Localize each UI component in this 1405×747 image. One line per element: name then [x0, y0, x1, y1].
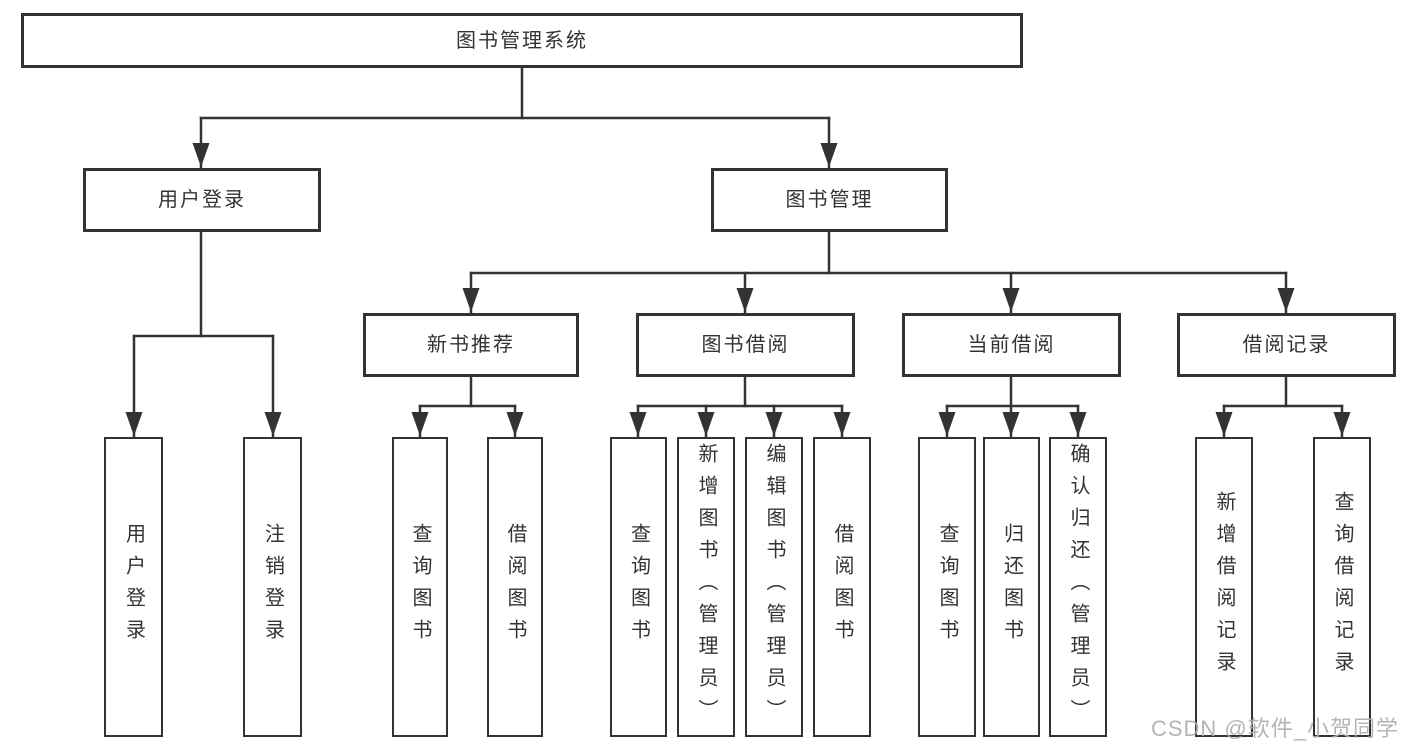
node-leaf-borrow-books-label: 借阅图书 — [831, 523, 853, 651]
node-new-book-recommend: 新书推荐 — [363, 313, 579, 377]
node-leaf-add-borrow-record: 新增借阅记录 — [1195, 437, 1253, 737]
node-leaf-borrow-books-recommend-label: 借阅图书 — [504, 523, 526, 651]
node-leaf-user-login: 用户登录 — [104, 437, 163, 737]
node-book-management-label: 图书管理 — [785, 189, 874, 211]
node-leaf-query-books-recommend: 查询图书 — [392, 437, 448, 737]
node-leaf-query-books-borrow-label: 查询图书 — [627, 523, 650, 651]
connector-book-borrow — [629, 375, 851, 438]
node-leaf-return-books: 归还图书 — [983, 437, 1040, 737]
node-leaf-query-borrow-record-label: 查询借阅记录 — [1331, 491, 1353, 683]
watermark: CSDN @软件_小贺同学 — [1150, 716, 1399, 741]
node-root-label: 图书管理系统 — [456, 29, 588, 52]
connector-current-borrow — [938, 375, 1087, 438]
node-leaf-return-books-label: 归还图书 — [1000, 523, 1023, 651]
node-user-login: 用户登录 — [83, 168, 321, 232]
node-book-borrow-label: 图书借阅 — [701, 334, 790, 356]
connector-user-login — [125, 230, 282, 438]
node-root: 图书管理系统 — [21, 13, 1023, 68]
node-new-book-recommend-label: 新书推荐 — [427, 334, 515, 356]
node-leaf-logout-label: 注销登录 — [261, 523, 284, 651]
node-leaf-add-books-admin-label: 新增图书（管理员） — [695, 443, 717, 731]
node-leaf-add-borrow-record-label: 新增借阅记录 — [1213, 491, 1235, 683]
node-leaf-confirm-return-admin: 确认归还（管理员） — [1049, 437, 1107, 737]
node-book-management: 图书管理 — [711, 168, 948, 232]
node-leaf-add-books-admin: 新增图书（管理员） — [677, 437, 735, 737]
node-leaf-logout: 注销登录 — [243, 437, 302, 737]
connector-book-management — [462, 230, 1295, 314]
node-current-borrow: 当前借阅 — [902, 313, 1121, 377]
node-leaf-query-books-recommend-label: 查询图书 — [409, 523, 431, 651]
node-leaf-edit-books-admin-label: 编辑图书（管理员） — [763, 443, 785, 731]
node-leaf-borrow-books: 借阅图书 — [813, 437, 871, 737]
node-leaf-query-borrow-record: 查询借阅记录 — [1313, 437, 1371, 737]
node-leaf-user-login-label: 用户登录 — [122, 523, 145, 651]
node-borrow-records-label: 借阅记录 — [1242, 334, 1331, 356]
node-user-login-label: 用户登录 — [158, 189, 246, 211]
node-book-borrow: 图书借阅 — [636, 313, 855, 377]
node-leaf-edit-books-admin: 编辑图书（管理员） — [745, 437, 803, 737]
node-leaf-query-books-borrow: 查询图书 — [610, 437, 667, 737]
node-borrow-records: 借阅记录 — [1177, 313, 1396, 377]
connector-new-book-recommend — [411, 375, 524, 438]
connector-root — [192, 65, 838, 169]
node-current-borrow-label: 当前借阅 — [967, 334, 1056, 356]
node-leaf-confirm-return-admin-label: 确认归还（管理员） — [1067, 443, 1089, 731]
node-leaf-query-books-current: 查询图书 — [918, 437, 976, 737]
node-leaf-borrow-books-recommend: 借阅图书 — [487, 437, 543, 737]
node-leaf-query-books-current-label: 查询图书 — [936, 523, 958, 651]
connector-borrow-records — [1215, 375, 1351, 438]
